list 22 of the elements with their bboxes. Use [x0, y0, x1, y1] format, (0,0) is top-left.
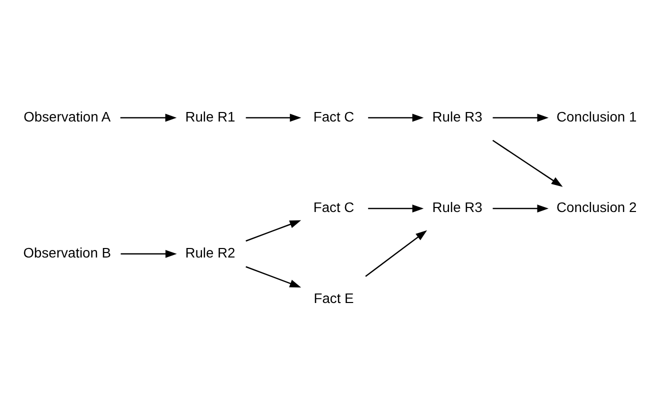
- node-text: Conclusion 2: [556, 199, 637, 216]
- node-text: Observation A: [24, 108, 111, 124]
- arrow: [365, 230, 428, 277]
- node-text: Fact C: [313, 108, 354, 124]
- node-text: Fact E: [314, 290, 354, 306]
- arrow: [492, 114, 549, 122]
- arrow: [120, 114, 177, 122]
- node-text: Conclusion 1: [556, 108, 637, 124]
- node-text: Rule R3: [432, 108, 482, 124]
- node-text: Rule R2: [185, 244, 236, 260]
- node-text: Rule R3: [432, 199, 482, 216]
- arrow: [368, 114, 424, 122]
- node-text: Rule R1: [185, 108, 236, 124]
- arrow: [246, 220, 302, 242]
- node-text: Fact C: [313, 199, 354, 216]
- arrow: [120, 250, 177, 258]
- arrow: [492, 204, 549, 212]
- arrow: [246, 114, 302, 122]
- arrow: [368, 204, 424, 212]
- arrow: [492, 140, 563, 187]
- node-text: Observation B: [23, 244, 112, 260]
- arrow: [246, 266, 302, 288]
